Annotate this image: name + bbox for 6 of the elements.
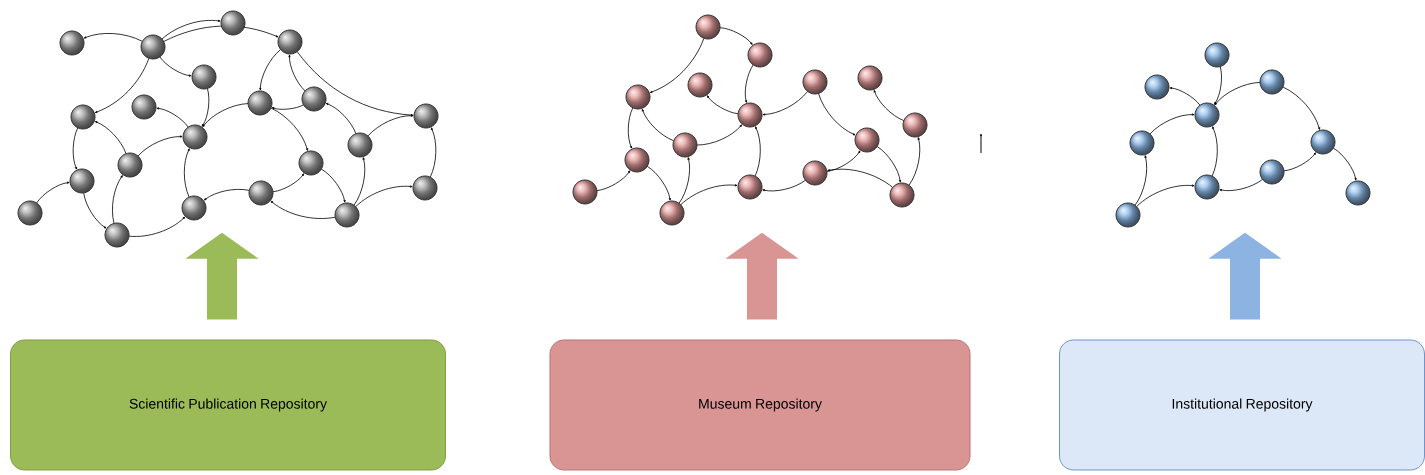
repository-box: Museum Repository (549, 339, 971, 471)
repository-box: Institutional Repository (1059, 339, 1425, 471)
network-drawing (572, 14, 928, 226)
network-drawing (17, 10, 439, 248)
network-drawing (1115, 42, 1371, 228)
repository-box: Scientific Publication Repository (10, 339, 446, 471)
